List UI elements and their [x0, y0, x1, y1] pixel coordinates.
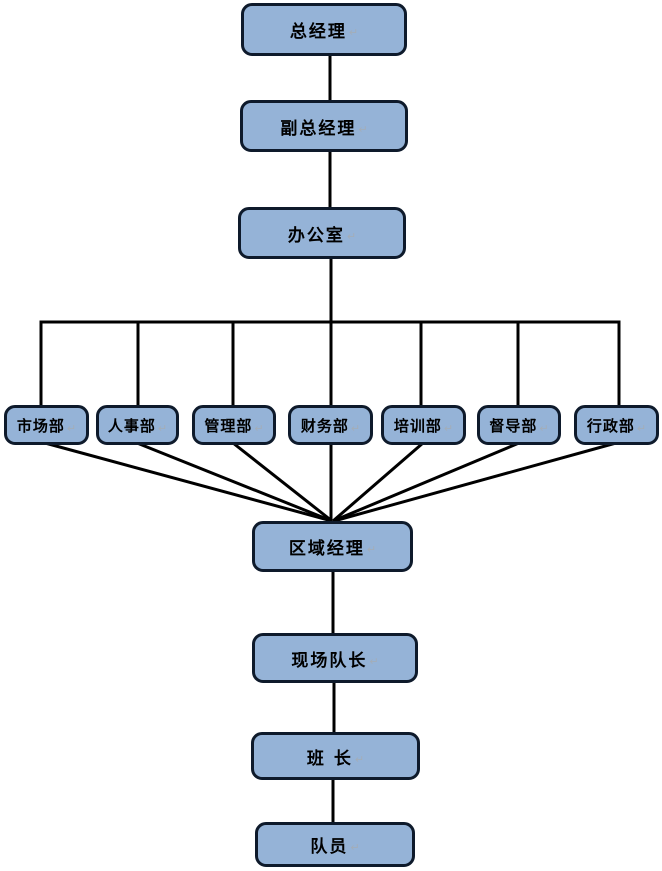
fan-marketing [44, 441, 333, 523]
paragraph-mark-icon: ↵ [346, 229, 357, 243]
node-general-manager: 总经理↵ [241, 3, 407, 56]
node-label: 区域经理 [288, 539, 365, 559]
node-label: 财务部 [300, 416, 349, 435]
fan-admin [333, 441, 617, 523]
node-admin-dept: 行政部↵ [574, 405, 659, 445]
node-label: 班 长 [306, 748, 353, 769]
node-label: 办公室 [287, 225, 345, 246]
node-label: 培训部 [393, 416, 442, 435]
paragraph-mark-icon: ↵ [366, 543, 377, 556]
paragraph-mark-icon: ↵ [636, 421, 647, 435]
node-label: 副总经理 [280, 118, 357, 139]
node-squad-leader: 班 长↵ [251, 732, 420, 780]
paragraph-mark-icon: ↵ [354, 752, 365, 766]
paragraph-mark-icon: ↵ [369, 654, 379, 668]
node-label: 行政部 [586, 416, 635, 435]
node-regional-manager: 区域经理↵ [252, 521, 413, 572]
paragraph-mark-icon: ↵ [539, 421, 549, 435]
fan-supervision [332, 441, 520, 523]
node-site-captain: 现场队长↵ [252, 633, 418, 683]
node-label: 管理部 [204, 416, 253, 435]
node-deputy-general-manager: 副总经理↵ [240, 100, 408, 152]
node-hr-dept: 人事部↵ [96, 405, 179, 445]
paragraph-mark-icon: ↵ [348, 26, 359, 39]
node-label: 总经理 [289, 22, 347, 42]
fan-training [332, 441, 424, 523]
fan-management [232, 441, 333, 523]
node-label: 现场队长 [291, 650, 368, 671]
paragraph-mark-icon: ↵ [254, 421, 264, 435]
node-management-dept: 管理部↵ [192, 405, 276, 445]
node-label: 督导部 [489, 416, 538, 435]
node-office: 办公室↵ [238, 207, 406, 259]
paragraph-mark-icon: ↵ [443, 421, 454, 435]
node-finance-dept: 财务部↵ [288, 405, 373, 445]
paragraph-mark-icon: ↵ [350, 841, 360, 854]
paragraph-mark-icon: ↵ [358, 122, 368, 136]
node-supervision-dept: 督导部↵ [477, 405, 561, 445]
node-label: 人事部 [107, 416, 156, 435]
fan-hr [136, 441, 333, 523]
paragraph-mark-icon: ↵ [157, 421, 168, 435]
node-team-member: 队员↵ [255, 822, 415, 867]
node-label: 队员 [310, 837, 349, 857]
paragraph-mark-icon: ↵ [350, 421, 361, 435]
node-training-dept: 培训部↵ [381, 405, 466, 445]
node-marketing-dept: 市场部↵ [4, 405, 89, 445]
paragraph-mark-icon: ↵ [66, 421, 77, 435]
node-label: 市场部 [16, 416, 65, 435]
